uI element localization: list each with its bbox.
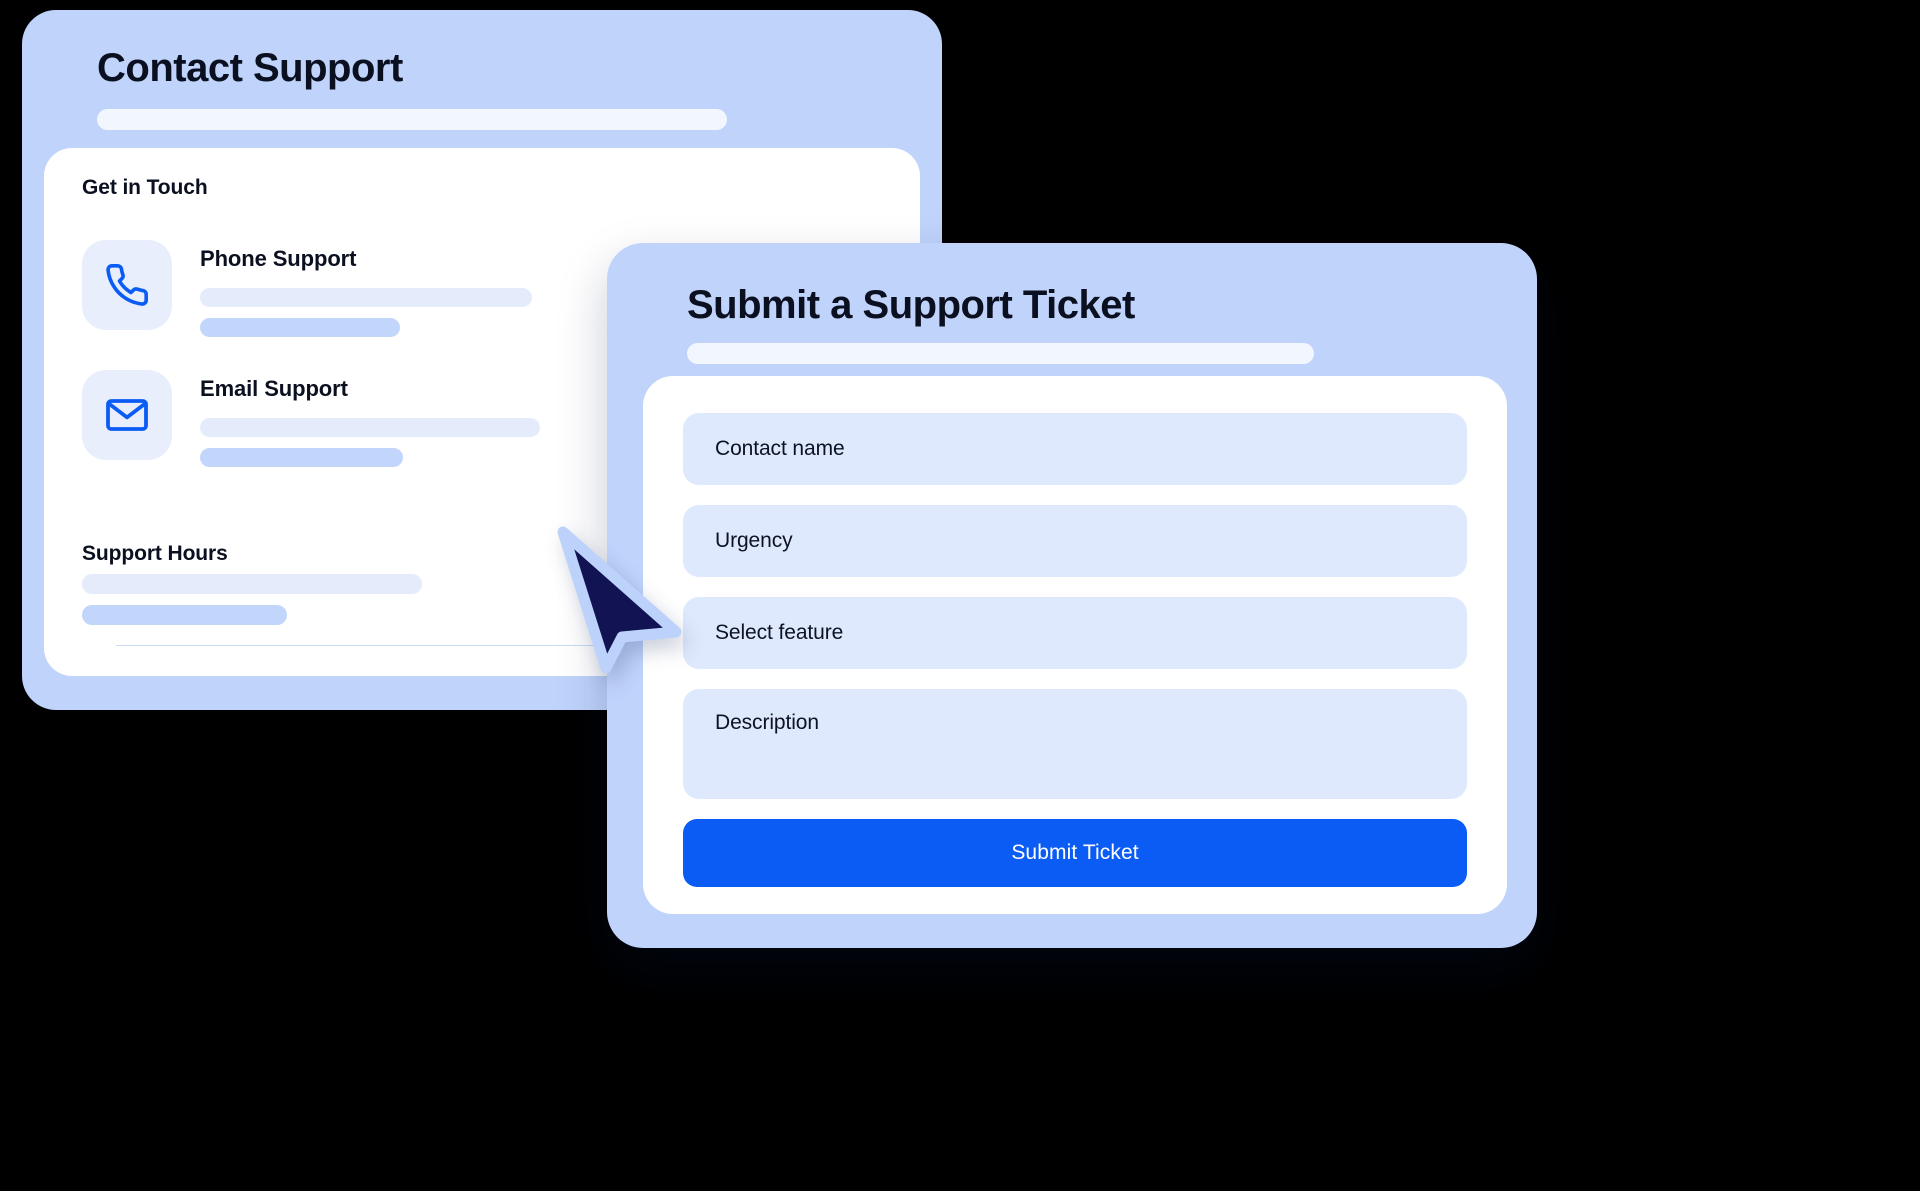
- phone-icon-tile: [82, 240, 172, 330]
- urgency-select[interactable]: Urgency: [683, 505, 1467, 577]
- contact-card-title: Contact Support: [97, 46, 403, 90]
- envelope-icon-tile: [82, 370, 172, 460]
- description-textarea[interactable]: Description: [683, 689, 1467, 799]
- phone-support-label: Phone Support: [200, 246, 357, 271]
- support-hours-placeholder-1: [82, 574, 422, 594]
- contact-card-subtitle-placeholder: [97, 109, 727, 130]
- email-detail-placeholder-1: [200, 418, 540, 437]
- select-feature-select[interactable]: Select feature: [683, 597, 1467, 669]
- ticket-card-subtitle-placeholder: [687, 343, 1314, 364]
- email-detail-placeholder-2: [200, 448, 403, 467]
- support-hours-placeholder-2: [82, 605, 287, 625]
- phone-icon: [104, 262, 150, 308]
- submit-ticket-card: Submit a Support Ticket Contact name Urg…: [607, 243, 1537, 948]
- contact-name-input[interactable]: Contact name: [683, 413, 1467, 485]
- support-hours-label: Support Hours: [82, 542, 228, 565]
- submit-ticket-button[interactable]: Submit Ticket: [683, 819, 1467, 887]
- email-support-label: Email Support: [200, 376, 348, 401]
- contact-row-phone[interactable]: Phone Support: [82, 240, 532, 348]
- get-in-touch-label: Get in Touch: [82, 176, 208, 199]
- phone-detail-placeholder-1: [200, 288, 532, 307]
- phone-detail-placeholder-2: [200, 318, 400, 337]
- ticket-form: Contact name Urgency Select feature Desc…: [643, 376, 1507, 914]
- envelope-icon: [103, 391, 151, 439]
- ticket-card-title: Submit a Support Ticket: [687, 283, 1135, 327]
- email-row-text: Email Support: [200, 370, 540, 478]
- contact-row-email[interactable]: Email Support: [82, 370, 540, 478]
- phone-row-text: Phone Support: [200, 240, 532, 348]
- support-hours-placeholders: [82, 574, 422, 636]
- section-divider: [116, 645, 920, 646]
